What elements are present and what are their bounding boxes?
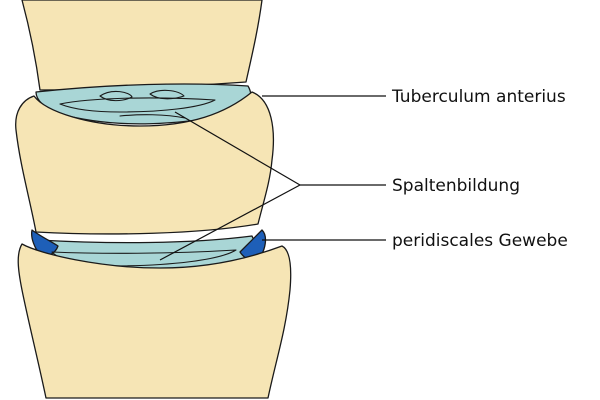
leader-spalten-lower [159, 184, 301, 261]
middle-vertebra [15, 91, 275, 235]
upper-disc-clefts [59, 89, 216, 119]
leader-lines [159, 95, 386, 261]
cleft [99, 90, 133, 102]
lower-vertebra [17, 243, 292, 399]
label-peridiscales-gewebe: peridiscales Gewebe [392, 231, 568, 251]
cleft [149, 89, 185, 100]
leader-spalten-upper [174, 111, 301, 186]
cleft [59, 97, 216, 113]
cleft [119, 114, 186, 119]
label-tuberculum-anterius: Tuberculum anterius [391, 87, 566, 107]
upper-vertebra [21, 0, 263, 91]
label-spaltenbildung: Spaltenbildung [392, 176, 520, 196]
